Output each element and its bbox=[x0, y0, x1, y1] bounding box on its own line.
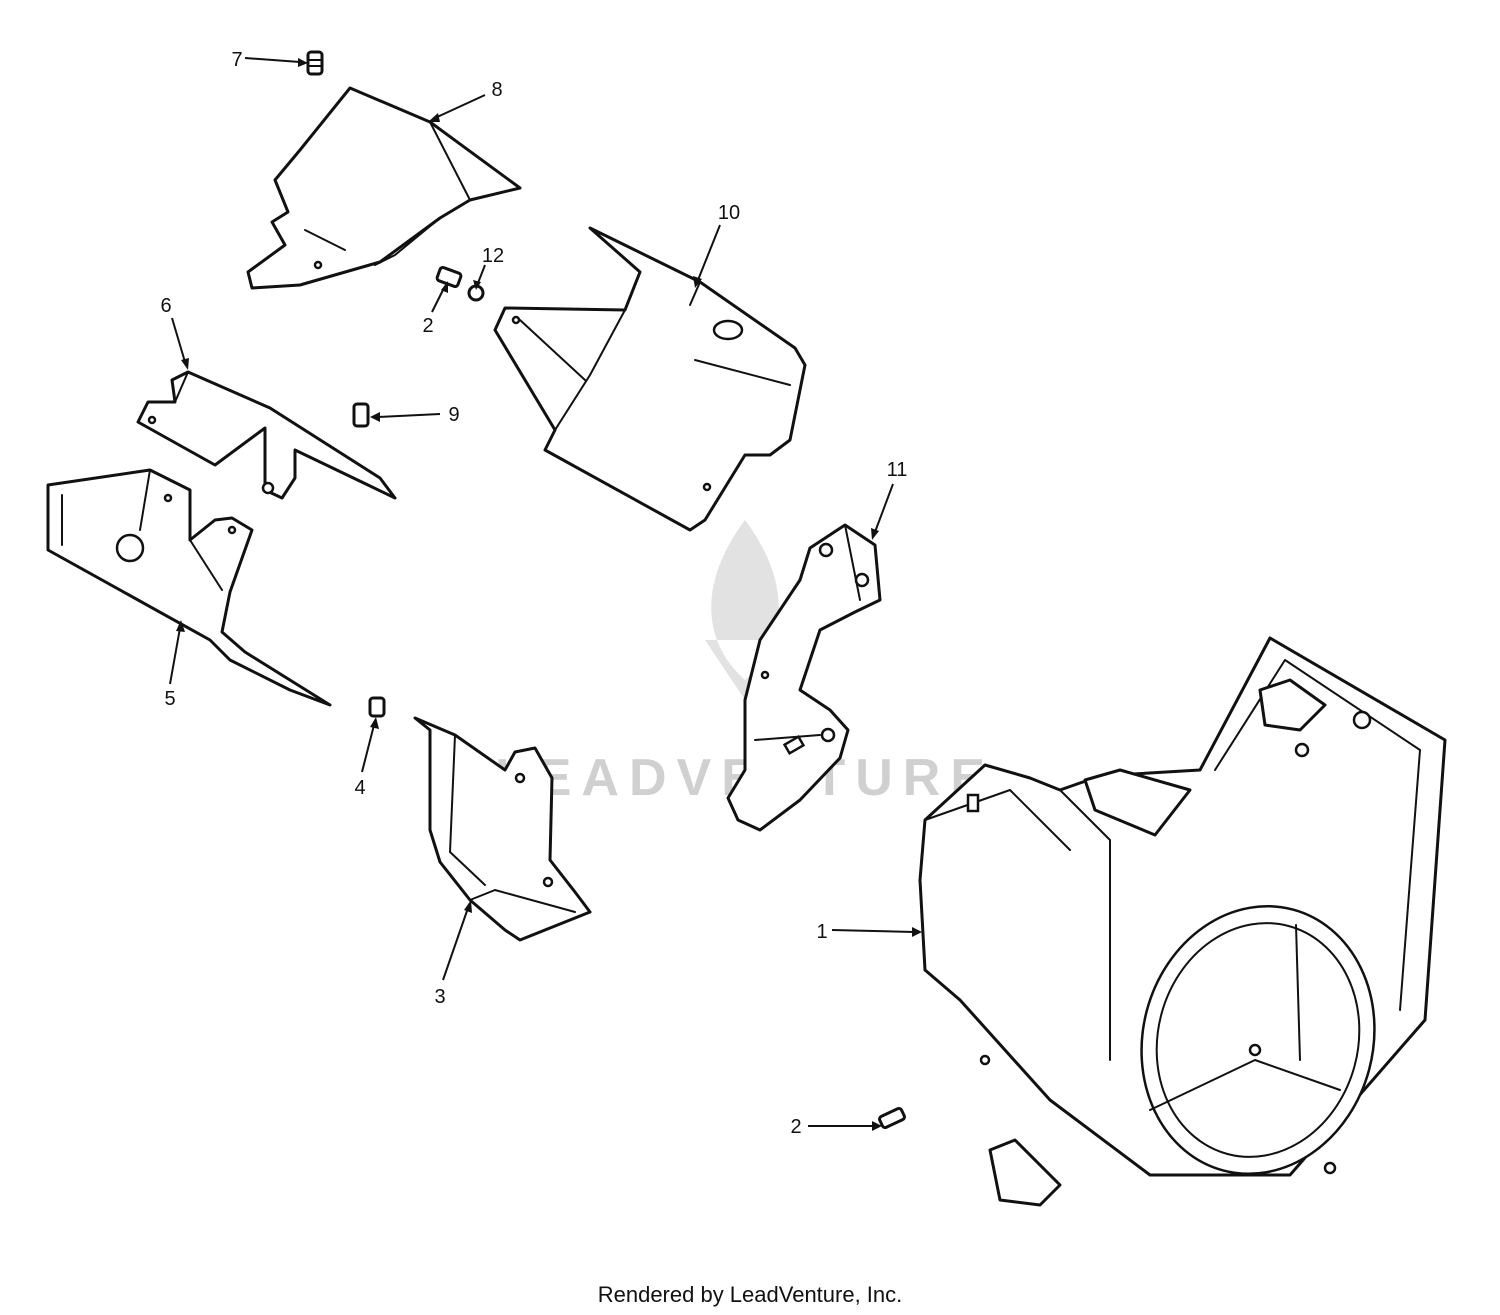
leader-lines bbox=[169, 57, 922, 1131]
part-8-upper-shroud bbox=[246, 86, 522, 290]
fastener-2-upper-screw bbox=[435, 266, 463, 288]
fastener-9-screw bbox=[352, 402, 370, 428]
callout-7: 7 bbox=[231, 49, 242, 71]
footer-credit: Rendered by LeadVenture, Inc. bbox=[597, 1282, 903, 1307]
callout-9: 9 bbox=[448, 404, 459, 426]
callout-2-lower: 2 bbox=[790, 1116, 801, 1138]
part-5-left-shroud bbox=[46, 468, 332, 707]
part-10-rear-shroud bbox=[493, 226, 807, 532]
fastener-2-lower-screw bbox=[878, 1106, 906, 1130]
part-3-lower-bracket bbox=[413, 716, 592, 942]
callout-4: 4 bbox=[354, 777, 365, 799]
fastener-7-screw bbox=[306, 50, 324, 76]
callout-6: 6 bbox=[160, 295, 171, 317]
callout-10: 10 bbox=[718, 202, 740, 224]
part-11-curved-bracket bbox=[726, 523, 882, 832]
fastener-4-screw bbox=[368, 696, 386, 718]
callout-5: 5 bbox=[164, 688, 175, 710]
callout-11: 11 bbox=[887, 459, 908, 481]
part-1-blower-housing bbox=[918, 636, 1447, 1207]
callout-8: 8 bbox=[491, 79, 502, 101]
callout-1: 1 bbox=[816, 921, 827, 943]
callout-3: 3 bbox=[434, 986, 445, 1008]
watermark-flame-icon bbox=[705, 520, 785, 700]
part-6-bracket bbox=[136, 370, 397, 500]
callout-numbers: 7 8 10 12 2 6 9 11 5 4 3 1 2 bbox=[160, 49, 907, 1138]
callout-12: 12 bbox=[482, 245, 504, 267]
callout-2-upper: 2 bbox=[422, 315, 433, 337]
